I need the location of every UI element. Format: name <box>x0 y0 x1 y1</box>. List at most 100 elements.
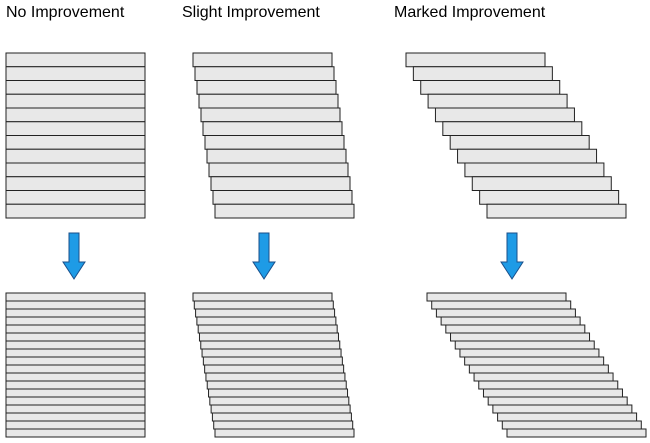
stack-bar <box>5 340 146 350</box>
stack-bar <box>209 396 350 406</box>
stack-no-improvement-after <box>5 292 146 438</box>
stack-bar <box>506 428 647 438</box>
stack-bar <box>196 316 337 326</box>
stack-bar <box>5 176 146 191</box>
stack-bar <box>427 93 568 109</box>
stack-bar <box>479 190 620 205</box>
stack-bar <box>5 135 146 150</box>
stack-bar <box>435 308 576 318</box>
stack-bar <box>208 162 349 178</box>
stack-bar <box>5 380 146 390</box>
stack-bar <box>5 412 146 422</box>
stack-bar <box>5 316 146 326</box>
stack-bar <box>426 292 567 302</box>
stack-bar <box>214 203 355 219</box>
stack-bar <box>5 190 146 205</box>
stack-bar <box>5 428 146 438</box>
arrow-down-icon <box>500 232 524 280</box>
stack-bar <box>457 148 598 164</box>
stack-bar <box>5 93 146 109</box>
stack-bar <box>200 340 341 350</box>
column-title-marked-improvement: Marked Improvement <box>394 4 546 21</box>
stack-bar <box>5 292 146 302</box>
stack-bar <box>206 148 347 164</box>
stack-bar <box>5 66 146 81</box>
stack-slight-improvement-before <box>192 52 355 219</box>
stack-bar <box>5 332 146 342</box>
stack-bar <box>420 80 561 95</box>
stack-bar <box>464 356 605 366</box>
stack-bar <box>501 420 642 430</box>
stack-bar <box>206 380 347 390</box>
stack-bar <box>192 292 333 302</box>
stack-bar <box>5 162 146 178</box>
stack-bar <box>478 380 619 390</box>
stack-no-improvement-before <box>5 52 146 219</box>
stack-bar <box>5 80 146 95</box>
stack-bar <box>204 364 345 374</box>
stack-bar <box>442 121 583 136</box>
arrow-down-icon <box>62 232 86 280</box>
column-title-slight-improvement: Slight Improvement <box>182 4 320 21</box>
stack-bar <box>193 300 334 310</box>
stack-bar <box>5 203 146 219</box>
stack-bar <box>482 388 623 398</box>
stack-bar <box>473 372 614 382</box>
stack-bar <box>210 176 351 191</box>
stack-slight-improvement-after <box>192 292 355 438</box>
stack-bar <box>464 162 605 178</box>
stack-bar <box>197 324 338 334</box>
stack-bar <box>5 404 146 414</box>
stack-bar <box>468 364 609 374</box>
stack-bar <box>5 324 146 334</box>
stack-bar <box>198 93 339 109</box>
stack-bar <box>412 66 553 81</box>
stack-bar <box>5 388 146 398</box>
stack-bar <box>5 396 146 406</box>
stack-bar <box>5 107 146 123</box>
stack-bar <box>208 388 349 398</box>
stack-bar <box>198 332 339 342</box>
stack-bar <box>5 148 146 164</box>
stack-bar <box>454 340 595 350</box>
stack-marked-improvement-after <box>426 292 647 438</box>
stack-bar <box>487 396 628 406</box>
stack-bar <box>5 348 146 358</box>
stack-bar <box>212 190 353 205</box>
stack-bar <box>449 135 590 150</box>
stack-bar <box>492 404 633 414</box>
stack-marked-improvement-before <box>405 52 627 219</box>
stack-bar <box>5 308 146 318</box>
arrow-down-shape <box>252 232 276 280</box>
stack-bar <box>497 412 638 422</box>
stack-bar <box>202 356 343 366</box>
stack-bar <box>450 332 591 342</box>
stack-bar <box>202 121 343 136</box>
stack-bar <box>5 356 146 366</box>
stack-bar <box>445 324 586 334</box>
stack-bar <box>201 348 342 358</box>
stack-bar <box>405 52 546 68</box>
stack-bar <box>5 420 146 430</box>
arrow-down-shape <box>500 232 524 280</box>
stack-bar <box>5 300 146 310</box>
stack-bar <box>5 52 146 68</box>
stack-bar <box>214 428 355 438</box>
stack-bar <box>205 372 346 382</box>
stack-bar <box>440 316 581 326</box>
stack-bar <box>210 404 351 414</box>
stack-bar <box>192 52 333 68</box>
stack-bar <box>200 107 341 123</box>
stack-bar <box>431 300 572 310</box>
stack-bar <box>5 364 146 374</box>
stack-bar <box>471 176 612 191</box>
stack-bar <box>195 308 336 318</box>
stack-bar <box>194 66 335 81</box>
stack-bar <box>204 135 345 150</box>
stack-bar <box>486 203 627 219</box>
stack-bar <box>213 420 354 430</box>
stack-bar <box>459 348 600 358</box>
stack-bar <box>434 107 575 123</box>
stack-bar <box>196 80 337 95</box>
